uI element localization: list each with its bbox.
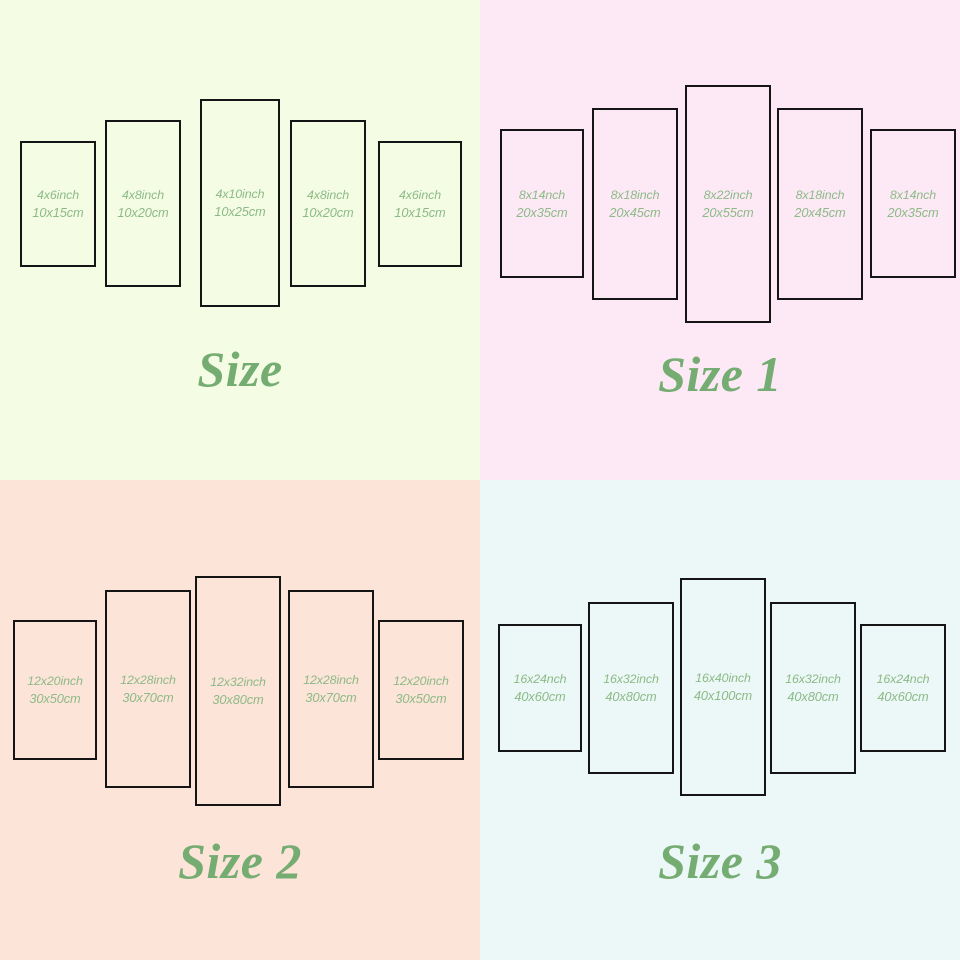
frame-panel: 16x32inch 40x80cm <box>588 602 674 774</box>
frame-size-inch: 4x8inch <box>121 187 164 202</box>
frame-panel: 8x18inch 20x45cm <box>777 108 863 300</box>
frame-size-cm: 20x45cm <box>794 205 846 220</box>
frame-size-inch: 12x32inch <box>210 675 266 689</box>
frame-size-inch: 8x14nch <box>518 187 566 202</box>
frame-cluster-size-1: 8x14nch 20x35cm 8x18inch 20x45cm 8x22inc… <box>480 0 960 480</box>
frame-panel: 8x22inch 20x55cm <box>685 85 771 323</box>
frame-panel: 12x28inch 30x70cm <box>288 590 374 788</box>
frame-size-cm: 10x25cm <box>214 204 266 219</box>
frame-size-cm: 40x60cm <box>514 689 566 704</box>
frame-panel: 4x8inch 10x20cm <box>105 120 181 287</box>
frame-size-cm: 30x80cm <box>212 692 264 707</box>
quadrant-title: Size 2 <box>178 833 302 889</box>
frame-panel: 8x18inch 20x45cm <box>592 108 678 300</box>
frame-size-cm: 20x55cm <box>702 205 754 220</box>
frame-size-cm: 30x50cm <box>395 691 447 706</box>
frame-size-inch: 12x28inch <box>303 673 359 687</box>
frame-size-cm: 40x100cm <box>693 688 753 703</box>
frame-size-inch: 8x22inch <box>703 188 753 202</box>
frame-size-inch: 12x28inch <box>120 673 176 687</box>
frame-panel: 12x32inch 30x80cm <box>195 576 281 806</box>
frame-panel: 12x28inch 30x70cm <box>105 590 191 788</box>
quadrant-size-3: 16x24nch 40x60cm 16x32inch 40x80cm 16x40… <box>480 480 960 960</box>
frame-panel: 16x40inch 40x100cm <box>680 578 766 796</box>
frame-panel: 4x6inch 10x15cm <box>20 141 96 267</box>
frame-size-inch: 16x32inch <box>603 672 659 686</box>
frame-size-cm: 20x45cm <box>609 205 661 220</box>
quadrant-title: Size <box>197 341 283 397</box>
frame-panel: 4x10inch 10x25cm <box>200 99 280 307</box>
frame-panel: 8x14nch 20x35cm <box>500 129 584 278</box>
frame-size-cm: 30x70cm <box>305 690 357 705</box>
frame-panel: 4x6inch 10x15cm <box>378 141 462 267</box>
frame-size-cm: 10x15cm <box>394 205 446 220</box>
frame-size-inch: 4x6inch <box>36 188 79 202</box>
frame-size-inch: 4x6inch <box>398 188 441 202</box>
frame-cluster-size-3: 16x24nch 40x60cm 16x32inch 40x80cm 16x40… <box>480 480 960 960</box>
quadrant-size: 4x6inch 10x15cm 4x8inch 10x20cm 4x10inch… <box>0 0 480 480</box>
quadrant-title: Size 3 <box>658 833 782 889</box>
frame-panel: 4x8inch 10x20cm <box>290 120 366 287</box>
frame-size-cm: 40x80cm <box>787 689 839 704</box>
frame-size-cm: 40x80cm <box>605 689 657 704</box>
frame-panel: 16x32inch 40x80cm <box>770 602 856 774</box>
frame-panel: 12x20inch 30x50cm <box>13 620 97 760</box>
frame-size-inch: 4x10inch <box>215 187 265 201</box>
frame-size-cm: 30x70cm <box>122 690 174 705</box>
frame-panel: 8x14nch 20x35cm <box>870 129 956 278</box>
frame-size-cm: 40x60cm <box>877 689 929 704</box>
frame-size-inch: 16x24nch <box>876 672 930 686</box>
frame-size-inch: 8x18inch <box>610 188 660 202</box>
frame-size-inch: 4x8inch <box>306 187 349 202</box>
frame-size-cm: 10x20cm <box>117 204 169 220</box>
frame-size-inch: 8x14nch <box>889 187 937 202</box>
frame-size-inch: 16x32inch <box>785 672 841 686</box>
frame-panel: 12x20inch 30x50cm <box>378 620 464 760</box>
frame-size-inch: 12x20inch <box>393 674 449 688</box>
frame-size-cm: 30x50cm <box>29 691 81 706</box>
frame-size-inch: 12x20inch <box>27 674 83 688</box>
frame-size-cm: 20x35cm <box>887 204 939 220</box>
frame-size-inch: 8x18inch <box>795 188 845 202</box>
quadrant-size-1: 8x14nch 20x35cm 8x18inch 20x45cm 8x22inc… <box>480 0 960 480</box>
frame-size-inch: 16x24nch <box>513 672 567 686</box>
frame-size-inch: 16x40inch <box>695 671 751 685</box>
frame-cluster-size: 4x6inch 10x15cm 4x8inch 10x20cm 4x10inch… <box>0 0 480 480</box>
frame-size-cm: 10x20cm <box>302 204 354 220</box>
frame-size-cm: 20x35cm <box>516 204 568 220</box>
frame-cluster-size-2: 12x20inch 30x50cm 12x28inch 30x70cm 12x3… <box>0 480 480 960</box>
frame-panel: 16x24nch 40x60cm <box>860 624 946 752</box>
frame-panel: 16x24nch 40x60cm <box>498 624 582 752</box>
quadrant-title: Size 1 <box>658 346 782 402</box>
frame-size-cm: 10x15cm <box>32 205 84 220</box>
quadrant-size-2: 12x20inch 30x50cm 12x28inch 30x70cm 12x3… <box>0 480 480 960</box>
